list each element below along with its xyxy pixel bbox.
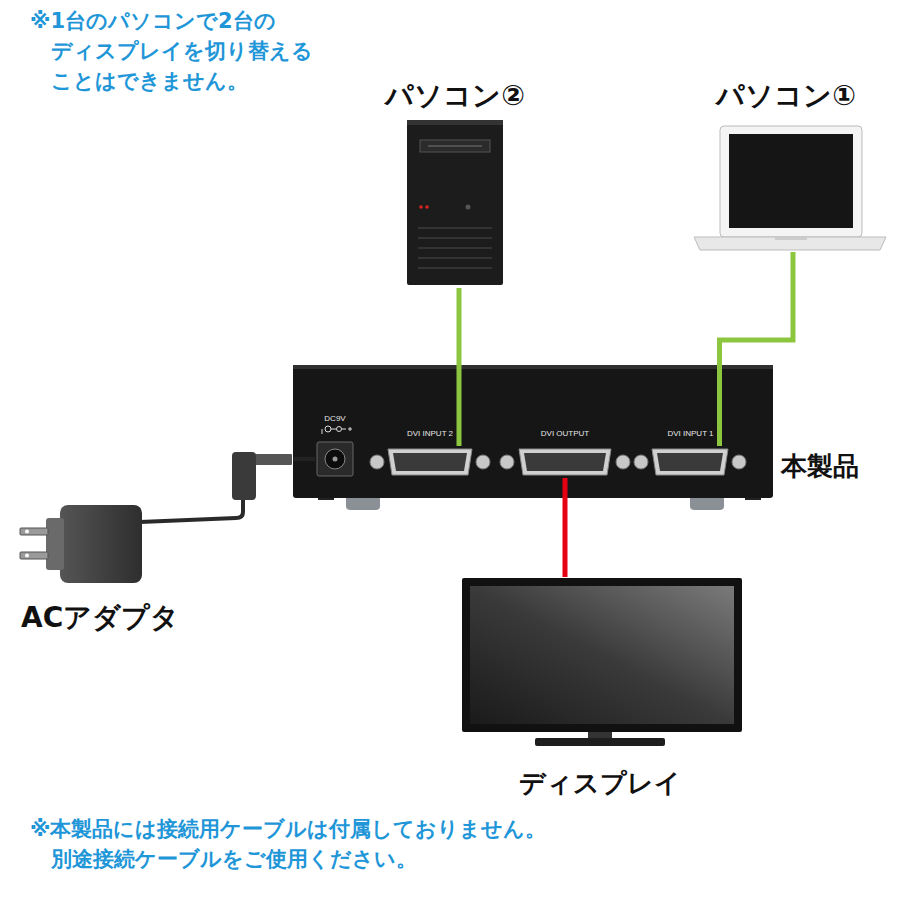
grill-line	[418, 227, 492, 229]
cable	[720, 252, 794, 446]
prong-hole	[25, 554, 29, 558]
dc-jack	[317, 426, 353, 476]
pc-laptop-node: パソコン①	[690, 72, 882, 252]
grill-line	[418, 267, 492, 269]
grill-line	[418, 237, 492, 239]
cable	[563, 478, 568, 577]
prong-hole	[25, 530, 29, 534]
jack-hole	[325, 449, 345, 469]
part-name: 本製品	[781, 450, 859, 483]
ac-adapter	[20, 452, 292, 583]
grill-line	[418, 257, 492, 259]
monitor-screen	[470, 586, 734, 724]
port-node: DVI OUTPUT	[498, 446, 632, 478]
housing-top	[293, 365, 773, 369]
part-name: ACアダプタ	[21, 600, 179, 635]
port-pins	[657, 453, 723, 471]
jack-frame	[317, 442, 353, 476]
power-button	[466, 205, 471, 210]
port-pins	[524, 453, 606, 471]
dvi-port	[500, 449, 630, 475]
dc-jack-node: DC9V	[315, 440, 355, 478]
dvi-port	[370, 449, 490, 475]
cable	[293, 457, 315, 461]
switch-body	[293, 365, 773, 510]
part-name: ディスプレイ	[519, 767, 681, 800]
part-name: パソコン①	[716, 78, 856, 113]
part-name: パソコン②	[385, 78, 525, 113]
port-screw	[634, 455, 648, 469]
pc-tower-node: パソコン②	[375, 72, 535, 288]
port-pins	[393, 453, 467, 471]
tower-pc	[407, 120, 503, 285]
port-node: DVI INPUT 2	[368, 446, 492, 478]
port-label: DVI INPUT 1	[667, 429, 713, 439]
grill-line	[418, 247, 492, 249]
port-screw	[616, 455, 630, 469]
switch-node: 本製品DC9VDVI INPUT 2DVI OUTPUTDVI INPUT 1	[293, 365, 773, 498]
dvi-port	[634, 449, 746, 475]
laptop-notch	[775, 237, 807, 240]
jack-pin	[333, 457, 338, 462]
port-screw	[476, 455, 490, 469]
led	[425, 205, 429, 209]
laptop	[694, 126, 886, 250]
laptop-lid	[720, 126, 862, 237]
polarity-circle	[337, 427, 342, 432]
port-screw	[732, 455, 746, 469]
plus-sign	[350, 427, 351, 431]
cable	[457, 288, 462, 446]
port-screw	[500, 455, 514, 469]
port-label: DVI INPUT 2	[407, 429, 453, 439]
drive-slot	[428, 146, 482, 147]
adapter-node: ACアダプタ	[15, 455, 293, 635]
housing	[293, 365, 773, 498]
prong	[20, 552, 48, 559]
prong	[20, 528, 48, 535]
adapter-body	[60, 505, 142, 583]
port-shell	[652, 449, 728, 475]
plug-barrel	[255, 454, 292, 465]
polarity-circle	[325, 426, 331, 432]
polarity-symbol	[322, 426, 352, 434]
laptop-screen	[729, 134, 853, 228]
tower-grill	[418, 228, 492, 268]
monitor-frame	[462, 578, 742, 732]
polarity-line	[342, 429, 346, 430]
drive-bay	[420, 140, 490, 152]
adapter-cord	[140, 498, 243, 522]
laptop-base	[694, 237, 886, 250]
note: ※本製品には接続用ケーブルは付属しておりません。 別途接続ケーブルをご使用くださ…	[30, 814, 670, 874]
port-label: DC9V	[324, 414, 345, 424]
port-shell	[519, 449, 611, 475]
led	[419, 205, 423, 209]
monitor	[462, 578, 742, 746]
display-node: ディスプレイ	[455, 577, 745, 799]
polarity-line	[331, 429, 336, 430]
port-screw	[370, 455, 384, 469]
port-label: DVI OUTPUT	[541, 429, 589, 439]
port-shell	[388, 449, 472, 475]
monitor-base	[535, 738, 665, 746]
port-node: DVI INPUT 1	[633, 446, 748, 478]
note: ※1台のパソコンで2台の ディスプレイを切り替える ことはできません。	[30, 6, 370, 96]
ground-line	[322, 429, 323, 434]
tower-top	[407, 120, 503, 125]
adapter-face	[46, 518, 64, 570]
tower-body	[407, 120, 503, 285]
plug-body	[232, 452, 256, 500]
